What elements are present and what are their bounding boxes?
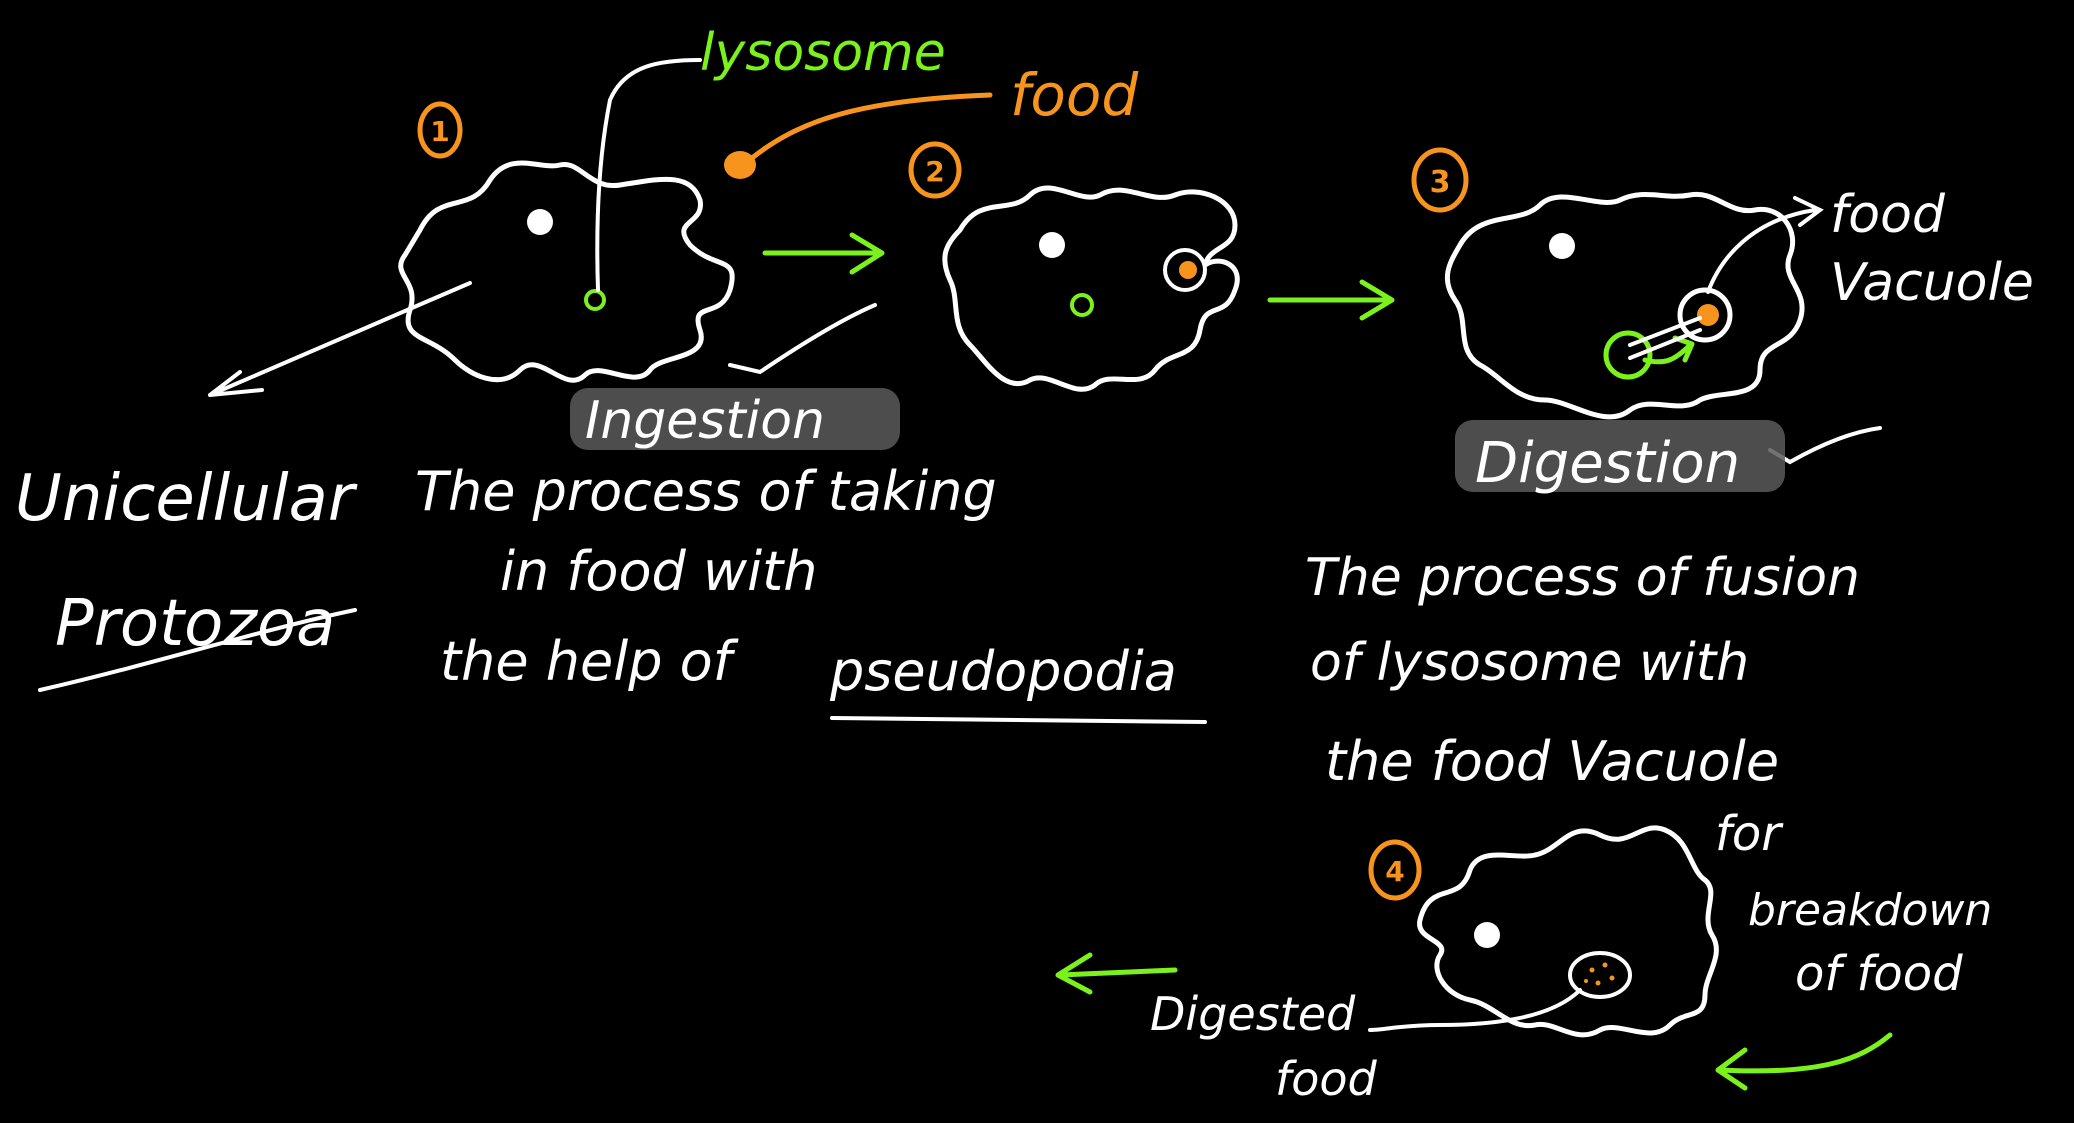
nucleus <box>527 209 553 235</box>
step-3-marker: 3 <box>1414 150 1466 210</box>
step-4-number: 4 <box>1385 855 1404 888</box>
nucleus <box>1549 233 1575 259</box>
food-particle <box>724 151 756 179</box>
digestion-text-line5: breakdown <box>1748 885 1992 936</box>
digestion-text-line6: of food <box>1795 946 1963 1002</box>
arrow-2-to-3 <box>1270 282 1392 318</box>
step-1-marker: 1 <box>420 104 460 156</box>
arrow-1-to-2 <box>765 235 882 272</box>
food-label: food <box>1010 61 1139 129</box>
amoeba-cell-1 <box>401 163 733 380</box>
digestion-text-line2: of lysosome with <box>1310 633 1749 693</box>
digestion-title: Digestion <box>1475 431 1740 496</box>
nucleus <box>1039 232 1065 258</box>
food-vacuole-label-line2: Vacuole <box>1830 253 2034 313</box>
digestion-text-line4: for <box>1715 806 1784 862</box>
pseudopodia-term: pseudopodia <box>829 640 1177 703</box>
lysosome-label: lysosome <box>700 23 946 83</box>
step-2-marker: 2 <box>911 144 959 196</box>
digestion-text-line3: the food Vacuole <box>1325 730 1779 793</box>
amoeba-cell-2 <box>945 188 1237 389</box>
digested-food-label-line2: food <box>1275 1052 1377 1106</box>
step-2-number: 2 <box>925 155 944 188</box>
food-vacuole-label-line1: food <box>1830 185 1946 245</box>
food-vacuole-pointer <box>1708 198 1820 292</box>
vacuole-food <box>1697 304 1719 326</box>
ingestion-title: Ingestion <box>585 391 825 451</box>
lysosome-dot <box>586 291 604 309</box>
step-3-number: 3 <box>1430 165 1451 200</box>
food-pointer <box>752 95 990 158</box>
ingestion-text-line2: in food with <box>500 540 818 603</box>
food-fragments <box>1584 963 1615 986</box>
lysosome-pointer <box>597 60 700 290</box>
unicellular-label: Unicellular <box>15 462 358 536</box>
nucleus <box>1474 922 1500 948</box>
arrow-3-to-4 <box>1718 1035 1890 1088</box>
step-1-number: 1 <box>430 115 449 148</box>
digestion-text-line1: The process of fusion <box>1305 548 1860 608</box>
lysosome-dot <box>1072 295 1092 315</box>
step-4-marker: 4 <box>1371 842 1419 898</box>
amoeba-cell-3 <box>1447 194 1802 417</box>
amoeba-cell-4 <box>1370 828 1716 1035</box>
ingestion-text-line1: The process of taking <box>415 460 997 523</box>
pseudopodia-underline <box>832 718 1205 722</box>
digestion-tick <box>1770 428 1880 462</box>
ingestion-tick <box>730 305 875 372</box>
ingestion-text-line3: the help of <box>440 630 739 693</box>
digested-food-label-line1: Digested <box>1150 987 1356 1041</box>
unicellular-arrow <box>210 283 470 395</box>
engulfed-food <box>1179 261 1197 279</box>
